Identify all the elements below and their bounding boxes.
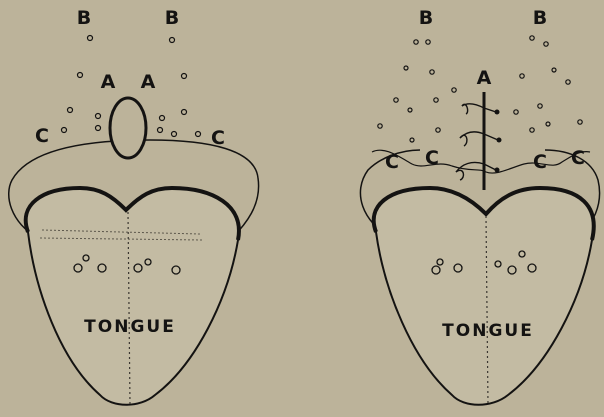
left-label-a2: A xyxy=(141,71,156,93)
left-figure: B B A A C C TONGUE xyxy=(9,7,259,405)
left-label-c1: C xyxy=(35,125,49,147)
left-tongue-body xyxy=(26,188,239,405)
right-label-c3: C xyxy=(533,151,547,173)
right-branch-knots xyxy=(495,110,502,173)
left-label-b1: B xyxy=(77,7,91,29)
right-label-a: A xyxy=(477,67,492,89)
right-wavy-line xyxy=(372,150,590,173)
right-label-c4: C xyxy=(571,147,585,169)
left-gland-oval xyxy=(110,98,146,158)
left-label-c2: C xyxy=(211,127,225,149)
right-label-b1: B xyxy=(419,7,433,29)
right-label-c2: C xyxy=(425,147,439,169)
right-tongue-body xyxy=(374,188,594,405)
left-label-tongue: TONGUE xyxy=(84,317,176,337)
left-label-b2: B xyxy=(165,7,179,29)
right-label-tongue: TONGUE xyxy=(442,321,534,341)
left-label-a1: A xyxy=(101,71,116,93)
right-label-c1: C xyxy=(385,151,399,173)
right-figure: B B A C C C C TONGUE xyxy=(360,7,599,405)
right-label-b2: B xyxy=(533,7,547,29)
